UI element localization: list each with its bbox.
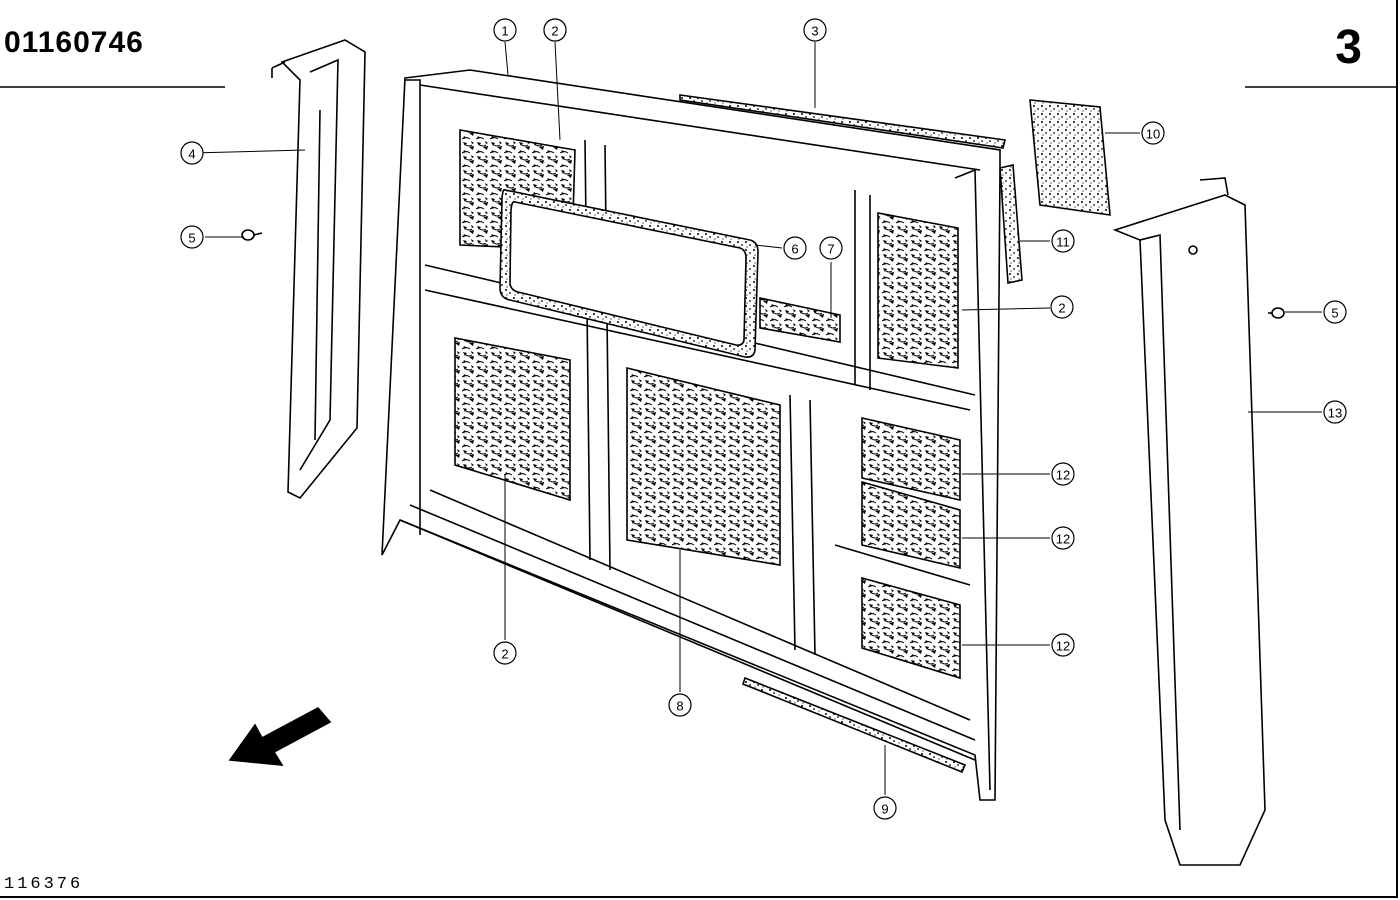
callout-label-3: 3 [811,24,818,39]
callout-circle-4 [180,141,204,165]
forward-direction-arrow [228,706,332,766]
parts-drawing [228,39,1285,866]
callout-group: 1234567228910112512121213 [180,18,1347,820]
callout-label-10: 10 [1146,127,1160,142]
callout-circle-13 [1323,400,1347,424]
narrow-strip-part [999,164,1023,284]
right-pillar-part [1112,177,1266,866]
callout-circle-2 [493,641,517,665]
callout-circle-5 [1323,300,1347,324]
callout-circle-9 [873,796,897,820]
callout-label-12: 12 [1056,639,1070,654]
callout-label-9: 9 [881,802,888,817]
screw-left [241,229,263,241]
callout-label-5: 5 [188,231,195,246]
reference-code: 116376 [4,875,84,894]
callout-label-2: 2 [501,647,508,662]
foam-panel-center [626,366,781,566]
bottom-seal-strip [742,676,967,774]
page-number: 3 [1335,21,1362,74]
callout-label-7: 7 [827,242,834,257]
callout-circle-3 [803,18,827,42]
callout-label-5: 5 [1331,306,1338,321]
callout-label-13: 13 [1328,406,1342,421]
callout-label-2: 2 [1058,301,1065,316]
foam-panel-lower-left [454,337,571,502]
callout-label-11: 11 [1056,235,1070,250]
foam-panel-right-2 [861,480,961,570]
foam-strip-part-7 [759,297,841,343]
document-number: 01160746 [4,26,144,59]
foam-block-part [1029,99,1111,216]
callout-circle-2 [543,18,567,42]
callout-circle-11 [1051,229,1075,253]
callout-circle-6 [783,236,807,260]
screw-right [1268,307,1285,319]
callout-label-12: 12 [1056,468,1070,483]
foam-panel-upper-right [877,212,959,369]
callout-circle-10 [1141,121,1165,145]
callout-label-4: 4 [188,147,195,162]
top-seal-strip [679,94,1006,149]
callout-circle-7 [819,236,843,260]
callout-label-6: 6 [791,242,798,257]
callout-circle-12 [1051,633,1075,657]
callout-label-1: 1 [501,24,508,39]
left-pillar-part [271,39,366,500]
callout-label-2: 2 [551,24,558,39]
callout-circle-12 [1051,462,1075,486]
foam-panel-right-1 [861,417,961,501]
callout-label-8: 8 [676,699,683,714]
rear-window-part [499,188,759,358]
callout-circle-12 [1051,526,1075,550]
callout-label-12: 12 [1056,532,1070,547]
callout-circle-5 [180,225,204,249]
foam-panel-right-3 [861,576,961,680]
callout-circle-8 [668,693,692,717]
leader-lines [191,41,1322,795]
callout-circle-2 [1050,295,1074,319]
callout-circle-1 [493,18,517,42]
